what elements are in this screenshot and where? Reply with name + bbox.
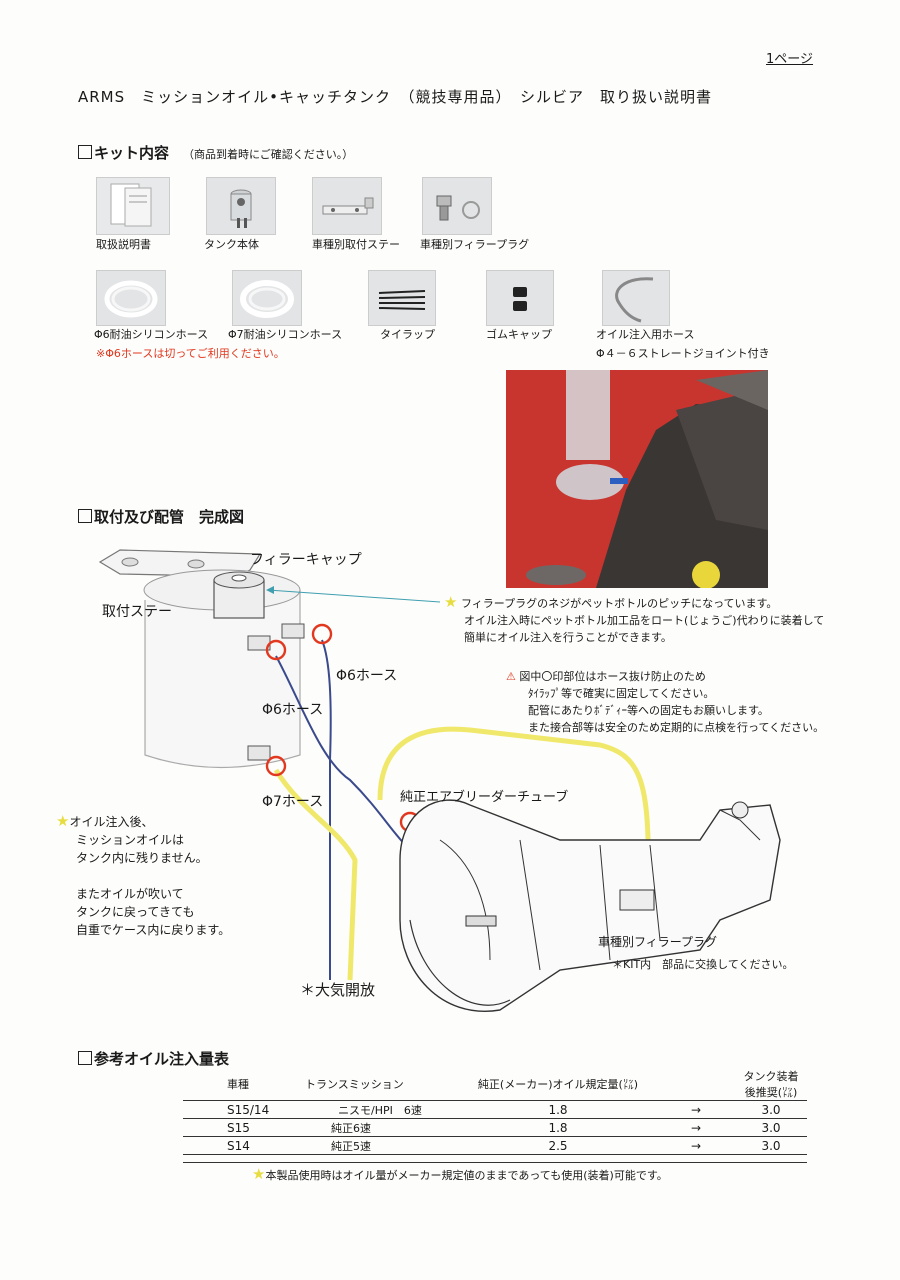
- table-header: トランスミッション: [305, 1078, 404, 1091]
- manual-icon: [96, 177, 170, 235]
- kit-heading: キット内容（商品到着時にご確認ください。）: [78, 142, 353, 163]
- kit-item-label: オイル注入用ホース: [596, 328, 695, 341]
- filler-plug-icon: [422, 177, 492, 235]
- table-cell: 1.8: [548, 1102, 568, 1117]
- table-cell: →: [690, 1138, 702, 1153]
- kit-item-label: 車種別取付ステー: [312, 238, 400, 251]
- filler-cap-label: フィラーキャップ: [250, 552, 362, 568]
- bracket-icon: [312, 177, 382, 235]
- kit-item-label: タイラップ: [380, 328, 435, 341]
- hose7-label: Φ7ホース: [262, 794, 324, 810]
- table-cell: →: [690, 1102, 702, 1117]
- table-row: S14 純正5速 2.5 → 3.0: [183, 1137, 807, 1155]
- oil-capacity-table: 車種 トランスミッション 純正(メーカー)オイル規定量(㍑) タンク装着後推奨(…: [183, 1068, 807, 1155]
- page-number: 1ページ: [766, 52, 814, 67]
- oil-return-note: ★オイル注入後、 ミッションオイルは タンク内に残りません。 またオイルが吹いて…: [56, 812, 231, 937]
- hose6-cut-note: ※Φ6ホースは切ってご利用ください。: [96, 347, 285, 360]
- table-cell: 3.0: [761, 1120, 781, 1135]
- table-cell: 純正6速: [331, 1121, 371, 1135]
- footnote-divider: [183, 1162, 807, 1163]
- kit-replace-note: ＊KIT内 部品に交換してください。: [612, 958, 794, 971]
- hose-coil-icon: [232, 270, 302, 326]
- kit-heading-note: （商品到着時にご確認ください。）: [183, 148, 354, 161]
- table-header: 純正(メーカー)オイル規定量(㍑): [477, 1078, 639, 1091]
- zip-tie-icon: [368, 270, 436, 326]
- hose-coil-icon: [96, 270, 166, 326]
- filler-note: ★ フィラープラグのネジがペットボトルのピッチになっています。 オイル注入時にペ…: [444, 593, 825, 645]
- table-row: S15 純正6速 1.8 → 3.0: [183, 1119, 807, 1137]
- oil-table-heading: 参考オイル注入量表: [78, 1048, 229, 1069]
- kit-item-label: タンク本体: [204, 238, 259, 251]
- table-cell: S14: [227, 1138, 250, 1153]
- hose6-label-a: Φ6ホース: [336, 668, 398, 684]
- kit-item-label: Φ6耐油シリコンホース: [94, 328, 209, 341]
- install-heading: 取付及び配管 完成図: [78, 506, 244, 527]
- checkbox-square-icon: [78, 145, 92, 159]
- installation-diagram: [98, 549, 781, 1012]
- kit-item-label: 取扱説明書: [96, 238, 151, 251]
- kit-item-label: ゴムキャップ: [486, 328, 552, 341]
- table-cell: →: [690, 1120, 702, 1135]
- atmosphere-open-label: ＊大気開放: [300, 981, 376, 999]
- star-icon: ★: [252, 1165, 266, 1183]
- table-cell: 2.5: [548, 1138, 568, 1153]
- kit-item-label: Φ7耐油シリコンホース: [228, 328, 343, 341]
- warning-triangle-icon: ⚠: [506, 670, 516, 683]
- warning-note: ⚠ 図中〇印部位はホース抜け防止のため ﾀｲﾗｯﾌﾟ等で確実に固定してください。…: [506, 670, 825, 734]
- hose6-label-b: Φ6ホース: [262, 702, 324, 718]
- star-icon: ★: [444, 593, 458, 611]
- table-header: 車種: [227, 1078, 249, 1091]
- table-cell: 1.8: [548, 1120, 568, 1135]
- table-header-row: 車種 トランスミッション 純正(メーカー)オイル規定量(㍑) タンク装着後推奨(…: [183, 1068, 807, 1101]
- table-cell: ニスモ/HPI 6速: [338, 1103, 422, 1117]
- table-cell: S15: [227, 1120, 250, 1135]
- table-cell: 3.0: [761, 1138, 781, 1153]
- table-cell: 純正5速: [331, 1139, 371, 1153]
- star-icon: ★: [56, 812, 70, 830]
- rubber-cap-icon: [486, 270, 554, 326]
- table-row: S15/14 ニスモ/HPI 6速 1.8 → 3.0: [183, 1101, 807, 1119]
- bracket-label: 取付ステー: [102, 604, 172, 620]
- fill-hose-icon: [602, 270, 670, 326]
- engine-bay-photo: [506, 370, 768, 588]
- table-cell: 3.0: [761, 1102, 781, 1117]
- oil-table-footnote: ★本製品使用時はオイル量がメーカー規定値のままであっても使用(装着)可能です。: [252, 1165, 668, 1183]
- fill-hose-joint-note: Φ４－６ストレートジョイント付き: [596, 347, 770, 360]
- document-title: ARMS ミッションオイル•キャッチタンク （競技専用品） シルビア 取り扱い説…: [78, 88, 712, 106]
- breather-tube-label: 純正エアブリーダーチューブ: [400, 790, 569, 805]
- table-header: タンク装着後推奨(㍑): [743, 1070, 799, 1099]
- checkbox-square-icon: [78, 509, 92, 523]
- table-header: [657, 1068, 735, 1101]
- kit-item-label: 車種別フィラープラグ: [420, 238, 530, 251]
- tank-icon: [206, 177, 276, 235]
- filler-plug-label: 車種別フィラープラグ: [598, 935, 718, 949]
- table-cell: S15/14: [227, 1102, 270, 1117]
- checkbox-square-icon: [78, 1051, 92, 1065]
